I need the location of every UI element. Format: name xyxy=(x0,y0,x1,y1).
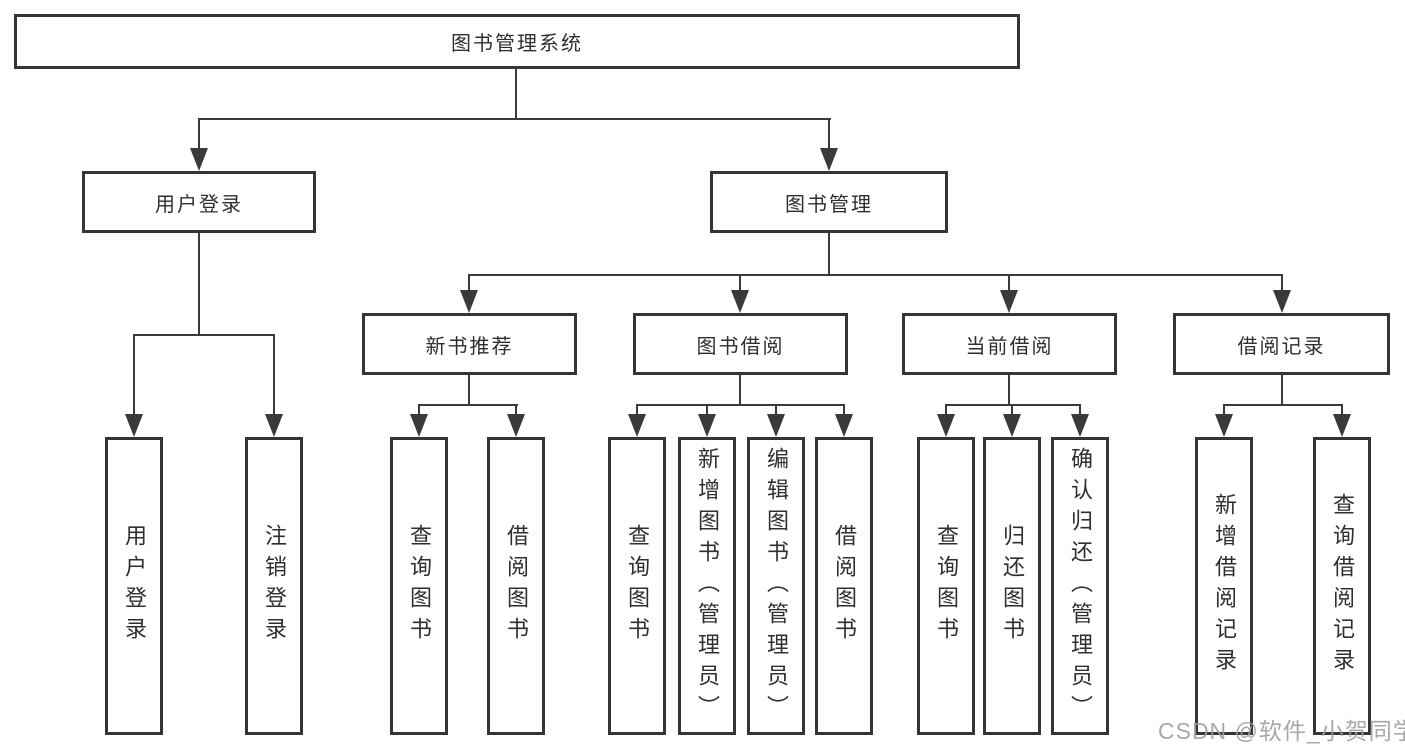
arrow-down-icon xyxy=(410,414,428,437)
arrow-down-icon xyxy=(835,414,853,437)
node-book-management-label: 图书管理 xyxy=(785,193,873,216)
connector-drop-current-borrowing xyxy=(1008,274,1010,294)
leaf-user-login: 用户登录 xyxy=(105,437,163,735)
connector-drop-book-borrowing xyxy=(739,274,741,294)
leaf-query-books-recommend-label: 查询图书 xyxy=(407,524,432,648)
leaf-query-books-current: 查询图书 xyxy=(917,437,975,735)
arrow-down-icon xyxy=(507,414,525,437)
leaf-query-books-current-label: 查询图书 xyxy=(934,524,959,648)
connector-drop xyxy=(1341,404,1343,418)
arrow-down-icon xyxy=(1000,290,1018,313)
connector-book-management-stem xyxy=(828,233,830,276)
node-user-login-label: 用户登录 xyxy=(155,193,243,216)
leaf-query-borrow-record: 查询借阅记录 xyxy=(1313,437,1371,735)
leaf-add-books-admin-label: 新增图书（管理员） xyxy=(695,446,720,726)
connector-drop xyxy=(1011,404,1013,418)
leaf-borrow-books-recommend: 借阅图书 xyxy=(487,437,545,735)
connector-drop xyxy=(843,404,845,418)
arrow-down-icon xyxy=(1071,414,1089,437)
leaf-borrow-books-recommend-label: 借阅图书 xyxy=(504,524,529,648)
arrow-down-icon xyxy=(125,414,143,437)
node-current-borrowing-label: 当前借阅 xyxy=(965,335,1054,358)
node-current-borrowing: 当前借阅 xyxy=(902,313,1117,375)
leaf-add-borrow-record: 新增借阅记录 xyxy=(1195,437,1253,735)
connector-drop-book-management xyxy=(828,118,830,152)
leaf-query-books-recommend: 查询图书 xyxy=(390,437,448,735)
connector-drop xyxy=(706,404,708,418)
connector-root-stem xyxy=(515,68,517,120)
arrow-down-icon xyxy=(820,148,838,171)
connector-drop xyxy=(636,404,638,418)
arrow-down-icon xyxy=(731,290,749,313)
node-library-system: 图书管理系统 xyxy=(14,14,1020,69)
arrow-down-icon xyxy=(698,414,716,437)
connector-drop-leaf-user-login xyxy=(133,334,135,416)
leaf-confirm-return-admin: 确认归还（管理员） xyxy=(1051,437,1109,735)
leaf-query-books-borrowing: 查询图书 xyxy=(608,437,666,735)
leaf-borrow-books-borrowing: 借阅图书 xyxy=(815,437,873,735)
node-book-management: 图书管理 xyxy=(710,171,948,233)
connector-book-management-bus xyxy=(468,274,1283,276)
connector-user-login-stem xyxy=(198,233,200,336)
connector-drop xyxy=(775,404,777,418)
connector-drop xyxy=(515,404,517,418)
connector-recommend-bus xyxy=(418,404,518,406)
arrow-down-icon xyxy=(190,148,208,171)
node-borrow-records: 借阅记录 xyxy=(1173,313,1390,375)
leaf-edit-books-admin-label: 编辑图书（管理员） xyxy=(764,446,789,726)
leaf-logout: 注销登录 xyxy=(245,437,303,735)
arrow-down-icon xyxy=(460,290,478,313)
connector-user-login-bus xyxy=(133,334,275,336)
csdn-watermark: CSDN @软件_小贺同学 xyxy=(1158,718,1405,744)
arrow-down-icon xyxy=(767,414,785,437)
connector-records-stem xyxy=(1281,375,1283,406)
leaf-query-borrow-record-label: 查询借阅记录 xyxy=(1330,493,1355,679)
arrow-down-icon xyxy=(1003,414,1021,437)
leaf-logout-label: 注销登录 xyxy=(262,524,287,648)
arrow-down-icon xyxy=(1333,414,1351,437)
leaf-return-books-label: 归还图书 xyxy=(1000,524,1025,648)
node-book-borrowing-label: 图书借阅 xyxy=(696,335,785,358)
node-new-book-recommend: 新书推荐 xyxy=(362,313,577,375)
connector-borrowing-stem xyxy=(739,375,741,406)
connector-root-bus xyxy=(198,118,831,120)
node-library-system-label: 图书管理系统 xyxy=(451,33,583,55)
connector-drop xyxy=(1079,404,1081,418)
leaf-user-login-label: 用户登录 xyxy=(122,524,147,648)
node-new-book-recommend-label: 新书推荐 xyxy=(425,335,514,358)
connector-drop-new-book-recommend xyxy=(468,274,470,294)
leaf-add-borrow-record-label: 新增借阅记录 xyxy=(1212,493,1237,679)
arrow-down-icon xyxy=(1273,290,1291,313)
connector-records-bus xyxy=(1223,404,1343,406)
connector-current-stem xyxy=(1008,375,1010,406)
leaf-borrow-books-borrowing-label: 借阅图书 xyxy=(832,524,857,648)
leaf-edit-books-admin: 编辑图书（管理员） xyxy=(747,437,805,735)
arrow-down-icon xyxy=(1215,414,1233,437)
connector-recommend-stem xyxy=(468,375,470,406)
node-book-borrowing: 图书借阅 xyxy=(633,313,848,375)
connector-drop xyxy=(1223,404,1225,418)
arrow-down-icon xyxy=(265,414,283,437)
leaf-query-books-borrowing-label: 查询图书 xyxy=(625,524,650,648)
arrow-down-icon xyxy=(937,414,955,437)
connector-drop-borrow-records xyxy=(1281,274,1283,294)
leaf-confirm-return-admin-label: 确认归还（管理员） xyxy=(1068,446,1093,726)
connector-drop xyxy=(418,404,420,418)
node-user-login: 用户登录 xyxy=(82,171,316,233)
connector-drop xyxy=(945,404,947,418)
connector-current-bus xyxy=(945,404,1081,406)
connector-borrowing-bus xyxy=(636,404,845,406)
connector-drop-leaf-logout xyxy=(273,334,275,416)
arrow-down-icon xyxy=(628,414,646,437)
connector-drop-user-login xyxy=(198,118,200,152)
leaf-return-books: 归还图书 xyxy=(983,437,1041,735)
leaf-add-books-admin: 新增图书（管理员） xyxy=(678,437,736,735)
node-borrow-records-label: 借阅记录 xyxy=(1237,335,1326,358)
